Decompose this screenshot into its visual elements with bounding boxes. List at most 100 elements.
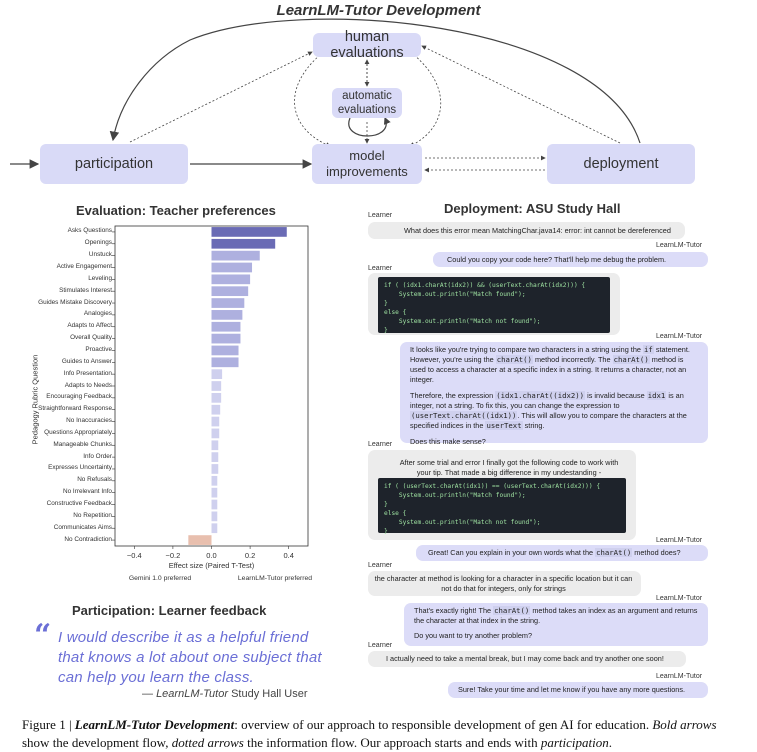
chart-xtick-label: −0.2 (165, 551, 180, 560)
chat-text: After some trial and error I finally got… (399, 458, 619, 477)
chart-category-label: Overall Quality (70, 334, 112, 342)
node-human-evaluations: human evaluations (313, 29, 421, 61)
chart-category-label: Stimulates Interest (59, 286, 112, 294)
node-deployment-label: deployment (583, 156, 659, 172)
dotted-deployment-to-human (421, 45, 621, 144)
chart-bar (211, 511, 218, 522)
chat-text: Great! Can you explain in your own words… (428, 548, 594, 557)
caption-figure-number: Figure 1 | (22, 717, 72, 732)
chart-bar (211, 523, 218, 534)
chat-text: It looks like you're trying to compare t… (410, 345, 641, 354)
chart-bar (211, 428, 220, 439)
chart-bar (211, 499, 218, 510)
chart-bar (211, 321, 241, 332)
node-automatic-evaluations-label: automatic evaluations (337, 90, 397, 116)
node-participation-label: participation (74, 156, 154, 172)
caption-text: the information flow. Our approach start… (247, 735, 538, 750)
chat-text: That's exactly right! The (414, 606, 492, 615)
caption-participation: participation (540, 735, 609, 750)
chart-category-label: Constructive Feedback (46, 500, 112, 508)
speaker-learner: Learner (368, 212, 393, 219)
caption-text: show the development flow, (22, 735, 169, 750)
chart-bar (211, 369, 223, 380)
node-model-improvements-label: model improvements (326, 148, 408, 179)
chart-xlabel: Effect size (Paired T-Test) (169, 561, 255, 570)
deployment-heading: Deployment: ASU Study Hall (444, 201, 621, 216)
speaker-learner: Learner (368, 642, 393, 649)
chat-text: . This will allow you to compare the cha… (410, 411, 687, 430)
chat-message-tutor: It looks like you're trying to compare t… (400, 342, 708, 446)
chart-bar (211, 345, 239, 356)
participation-heading: Participation: Learner feedback (72, 603, 267, 618)
evaluation-heading: Evaluation: Teacher preferences (76, 203, 276, 218)
chat-text: method does? (634, 548, 681, 557)
attribution-dash: — (142, 688, 153, 700)
chat-message-tutor: That's exactly right! The charAt() metho… (404, 603, 708, 646)
inline-code: if (642, 345, 654, 354)
chart-category-label: No Irrelevant Info (62, 488, 112, 496)
chat-text: method incorrectly. The (534, 355, 611, 364)
chat-text: What does this error mean MatchingChar.j… (404, 226, 671, 235)
chart-category-label: Proactive (85, 345, 112, 353)
chat-text: Could you copy your code here? That'll h… (447, 255, 667, 264)
speaker-tutor: LearnLM-Tutor (656, 595, 703, 602)
chart-bar (211, 464, 219, 474)
dotted-human-to-model-right (409, 54, 441, 147)
chart-category-label: Info Order (83, 452, 112, 460)
chart-bar (211, 416, 220, 427)
inline-code: idx1 (646, 391, 667, 400)
speaker-learner: Learner (368, 441, 393, 448)
speaker-tutor: LearnLM-Tutor (656, 333, 703, 340)
quote-attribution: — LearnLM-Tutor Study Hall User (142, 688, 307, 700)
inline-code: (userText.charAt((idx1)) (410, 411, 518, 420)
figure-title: LearnLM-Tutor Development (276, 2, 481, 19)
node-deployment: deployment (547, 144, 695, 184)
chart-category-label: No Refusals (77, 476, 112, 484)
chart-category-label: Analogies (83, 310, 112, 318)
flow-arrows (10, 18, 641, 173)
chart-xtick-label: 0.2 (245, 551, 255, 560)
chart-bar (211, 227, 287, 237)
chat-text: the character at method is looking for a… (374, 574, 633, 593)
caption-name: LearnLM-Tutor Development (74, 717, 235, 732)
node-participation: participation (40, 144, 188, 184)
inline-code: (idx1.charAt((idx2)) (495, 391, 586, 400)
chat-message-tutor: Sure! Take your time and let me know if … (448, 682, 708, 698)
chart-category-label: No Inaccuracies (66, 417, 112, 425)
gemini-preferred-label: Gemini 1.0 preferred (128, 575, 192, 582)
node-automatic-evaluations: automatic evaluations (332, 88, 402, 118)
code-block: if ( (userText.charAt(idx1)) == (userTex… (378, 478, 626, 535)
chart-bar (211, 404, 221, 415)
chart-category-label: No Contradiction (64, 535, 112, 543)
chart-bar (211, 250, 260, 261)
chart-category-label: Asks Questions (67, 227, 112, 235)
chart-bar (211, 392, 222, 403)
learnlm-preferred-label: LearnLM-Tutor preferred (237, 575, 313, 582)
inline-code: charAt() (595, 548, 633, 557)
chart-category-label: Expresses Uncertainty (48, 464, 112, 472)
chat-text: method takes an index as an argument and… (414, 606, 698, 625)
chat-text: I actually need to take a mental break, … (386, 654, 664, 663)
chat-message-tutor: Great! Can you explain in your own words… (416, 545, 708, 561)
chart-category-label: Unstuck (88, 251, 112, 259)
node-model-improvements: model improvements (312, 144, 422, 184)
chart-category-label: No Repetition (73, 511, 112, 519)
chart-xtick-label: −0.4 (127, 551, 142, 560)
chat-text: string. (524, 421, 545, 430)
speaker-learner: Learner (368, 265, 393, 272)
arrow-deployment-to-participation (109, 18, 641, 144)
node-human-evaluations-label: human evaluations (330, 29, 404, 61)
caption-text: : overview of our approach to responsibl… (234, 717, 650, 732)
chart-category-label: Info Presentation (63, 369, 112, 377)
quote-mark: “ (34, 618, 52, 653)
learner-quote: I would describe it as a helpful friend … (58, 629, 322, 686)
caption-end: . (608, 735, 612, 750)
attribution-rest: Study Hall User (231, 688, 308, 700)
code-block: if ( (idx1.charAt(idx2)) && (userText.ch… (378, 277, 610, 334)
chart-bar (211, 238, 276, 249)
speaker-tutor: LearnLM-Tutor (656, 673, 703, 680)
chart-bar (211, 475, 218, 486)
caption-bold-arrows: Bold arrows (652, 717, 717, 732)
